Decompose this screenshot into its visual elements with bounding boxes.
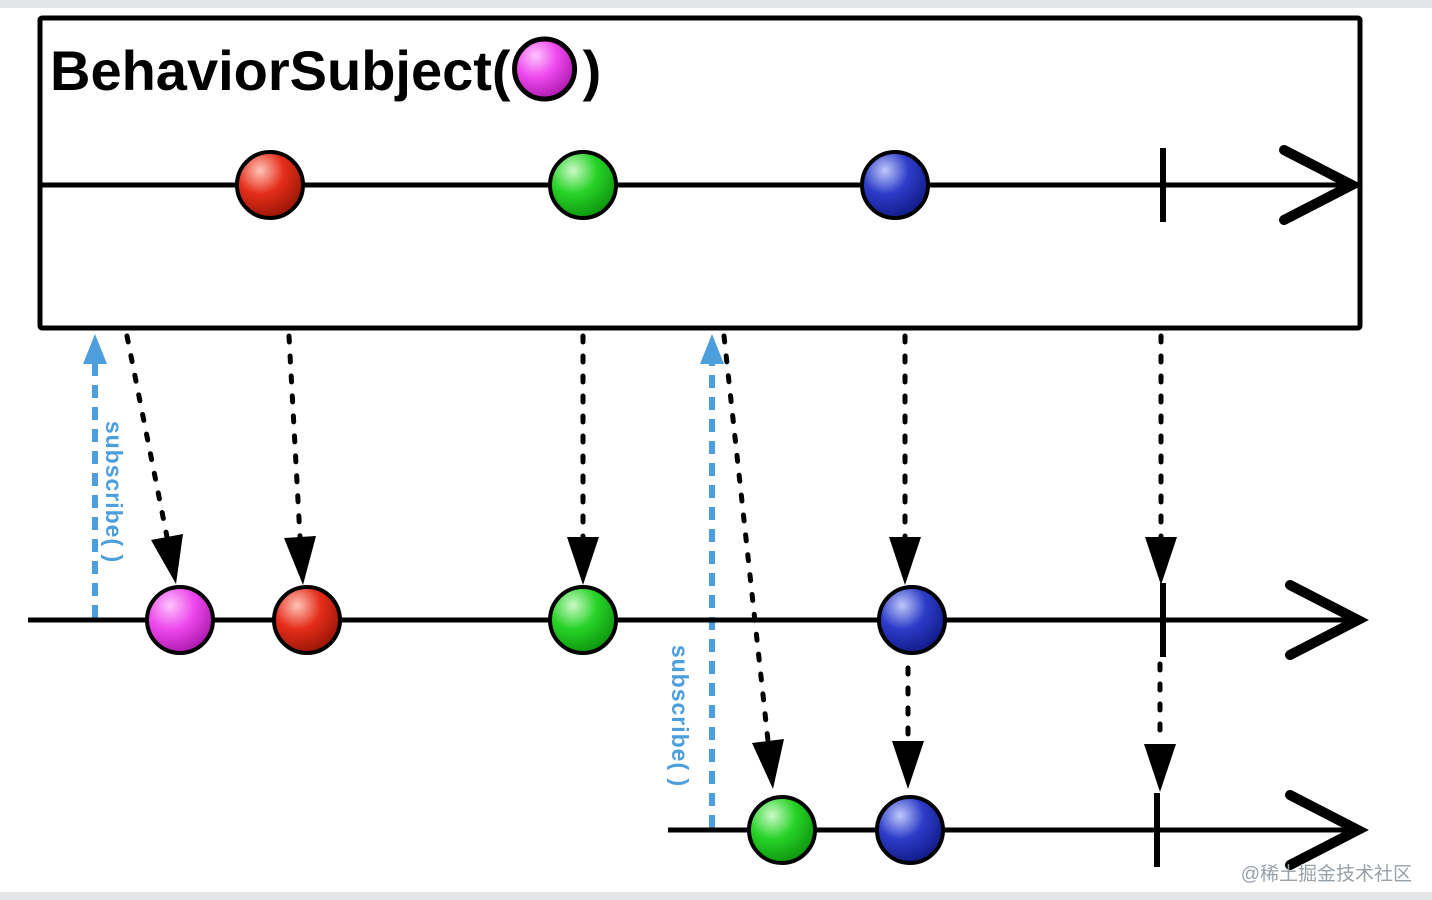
event-arrowhead — [752, 739, 784, 789]
timeline-arrowhead — [1285, 580, 1369, 660]
marble-blue — [877, 585, 947, 655]
event-arrow — [889, 333, 921, 585]
subscribe-arrow: subscribe( ) — [667, 334, 724, 828]
timeline-arrowhead — [1285, 790, 1369, 870]
subscribe-arrow: subscribe( ) — [83, 334, 127, 618]
marble-green — [548, 150, 618, 220]
subscribe-arrowhead — [700, 334, 724, 364]
timelines-layer — [28, 145, 1369, 870]
event-arrowhead — [1145, 537, 1177, 585]
event-arrow — [1144, 661, 1176, 792]
event-arrowhead — [889, 537, 921, 585]
timeline-arrowhead — [1279, 145, 1363, 225]
event-arrow — [567, 333, 599, 585]
subscribe-arrowhead — [83, 334, 107, 364]
event-arrowhead — [567, 537, 599, 585]
title-suffix: ) — [583, 39, 602, 102]
source-box-layer — [37, 15, 1363, 331]
event-arrow — [1145, 333, 1177, 585]
event-arrowhead — [1144, 744, 1176, 792]
marble-magenta — [512, 36, 578, 102]
subscribe-arrows: subscribe( ) subscribe( ) — [83, 334, 724, 828]
timeline-subscriber-2 — [668, 790, 1369, 870]
frame-strip — [0, 0, 1432, 8]
timeline-subscriber-1 — [28, 580, 1369, 660]
diagram-title: BehaviorSubject() — [50, 36, 602, 102]
watermark-layer: @稀土掘金技术社区 — [1241, 863, 1412, 885]
marble-red — [272, 585, 342, 655]
timeline-source — [40, 145, 1363, 225]
event-dashed-arrows — [124, 333, 1177, 792]
marble-green — [548, 585, 618, 655]
frame-strip — [0, 892, 1432, 900]
marble-green — [747, 795, 817, 865]
watermark: @稀土掘金技术社区 — [1241, 863, 1412, 885]
event-arrow — [892, 665, 924, 789]
subscribe-label: subscribe( ) — [667, 645, 693, 787]
source-box — [37, 15, 1363, 331]
event-arrow — [721, 333, 784, 789]
diagram-title-layer: BehaviorSubject() — [50, 36, 602, 102]
event-arrow — [284, 333, 316, 585]
subscribe-label: subscribe( ) — [101, 421, 127, 563]
event-arrowhead — [284, 536, 316, 585]
event-arrowhead — [892, 741, 924, 789]
title-prefix: BehaviorSubject( — [50, 39, 511, 102]
marble-red — [235, 150, 305, 220]
event-arrow — [124, 333, 183, 584]
event-arrowhead — [151, 534, 183, 584]
marble-blue — [860, 150, 930, 220]
event-dash-line — [721, 333, 771, 744]
marble-blue — [875, 795, 945, 865]
event-dash-line — [286, 333, 303, 540]
event-dash-line — [124, 333, 170, 540]
marble-magenta — [145, 585, 215, 655]
